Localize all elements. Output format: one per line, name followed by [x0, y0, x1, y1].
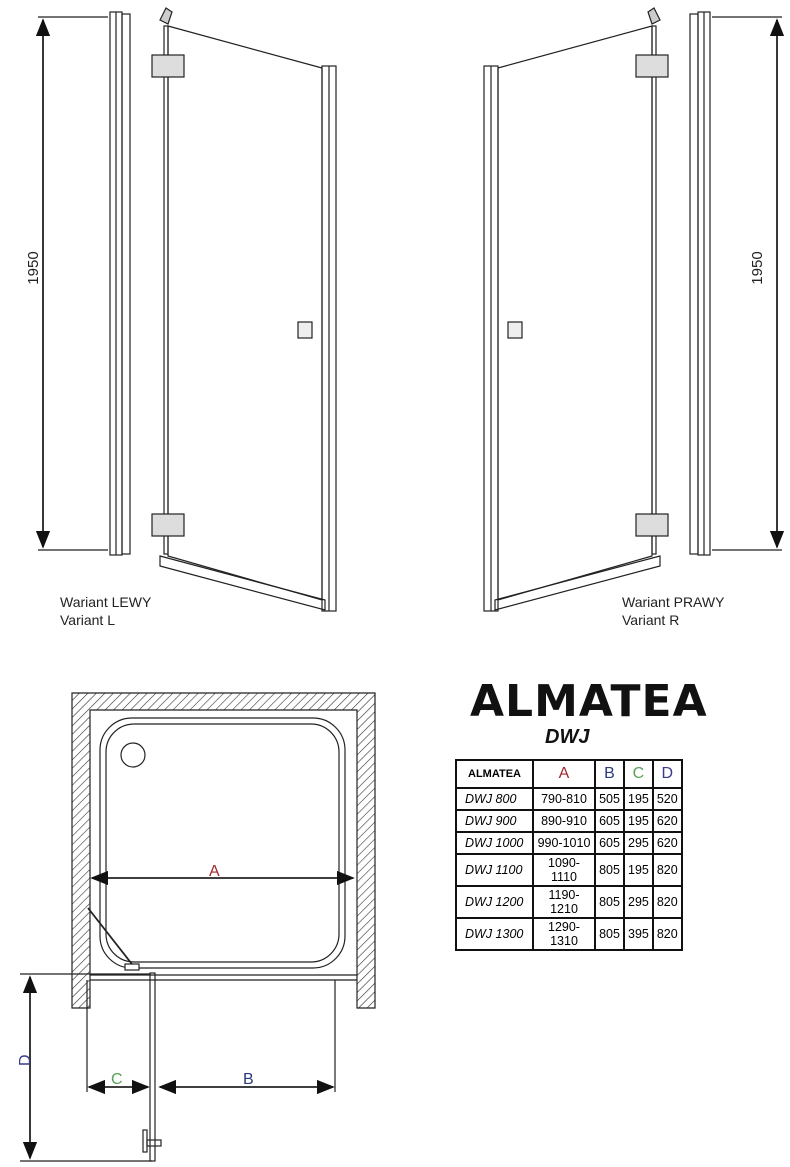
cell-a: 990-1010: [532, 831, 596, 855]
cell-d: 820: [651, 917, 683, 951]
cell-c: 195: [623, 787, 654, 811]
cell-a: 890-910: [532, 809, 596, 833]
header-b: B: [594, 759, 625, 789]
right-height-label: 1950: [749, 251, 766, 284]
cell-c: 295: [623, 831, 654, 855]
product-series: DWJ: [545, 726, 590, 748]
cell-model: DWJ 1300: [455, 917, 534, 951]
cell-model: DWJ 800: [455, 787, 534, 811]
dimension-b-label: B: [243, 1071, 254, 1088]
header-c: C: [623, 759, 654, 789]
plan-view: [20, 692, 376, 1162]
variant-en: Variant L: [60, 612, 115, 628]
cell-b: 605: [594, 809, 625, 833]
cell-d: 820: [651, 885, 683, 919]
product-title: ALMATEA: [470, 676, 708, 727]
cell-c: 195: [623, 809, 654, 833]
cell-model: DWJ 1100: [455, 853, 534, 887]
header-a: A: [532, 759, 596, 789]
cell-d: 520: [651, 787, 683, 811]
header-d: D: [651, 759, 683, 789]
cell-a: 1090-1110: [532, 853, 596, 887]
cell-b: 605: [594, 831, 625, 855]
table-header: ALMATEA A B C D: [455, 759, 683, 789]
cell-model: DWJ 1200: [455, 885, 534, 919]
right-door-elevation: [483, 7, 785, 612]
cell-d: 620: [651, 831, 683, 855]
cell-b: 805: [594, 917, 625, 951]
cell-model: DWJ 1000: [455, 831, 534, 855]
cell-c: 295: [623, 885, 654, 919]
variant-pl: Wariant LEWY: [60, 594, 152, 610]
cell-d: 620: [651, 809, 683, 833]
cell-a: 1290-1310: [532, 917, 596, 951]
cell-b: 805: [594, 885, 625, 919]
left-door-elevation: [35, 7, 337, 612]
dimension-a-label: A: [209, 863, 220, 880]
header-model: ALMATEA: [455, 759, 534, 789]
cell-b: 805: [594, 853, 625, 887]
variant-pl: Wariant PRAWY: [622, 594, 725, 610]
cell-c: 395: [623, 917, 654, 951]
variant-en: Variant R: [622, 612, 680, 628]
cell-c: 195: [623, 853, 654, 887]
dimension-d-label: D: [17, 1054, 34, 1066]
cell-a: 790-810: [532, 787, 596, 811]
dimension-c-label: C: [111, 1071, 123, 1088]
cell-b: 505: [594, 787, 625, 811]
left-height-label: 1950: [25, 251, 42, 284]
left-variant-label: Wariant LEWY Variant L: [60, 593, 151, 629]
cell-model: DWJ 900: [455, 809, 534, 833]
cell-a: 1190-1210: [532, 885, 596, 919]
cell-d: 820: [651, 853, 683, 887]
right-variant-label: Wariant PRAWY Variant R: [622, 593, 724, 629]
